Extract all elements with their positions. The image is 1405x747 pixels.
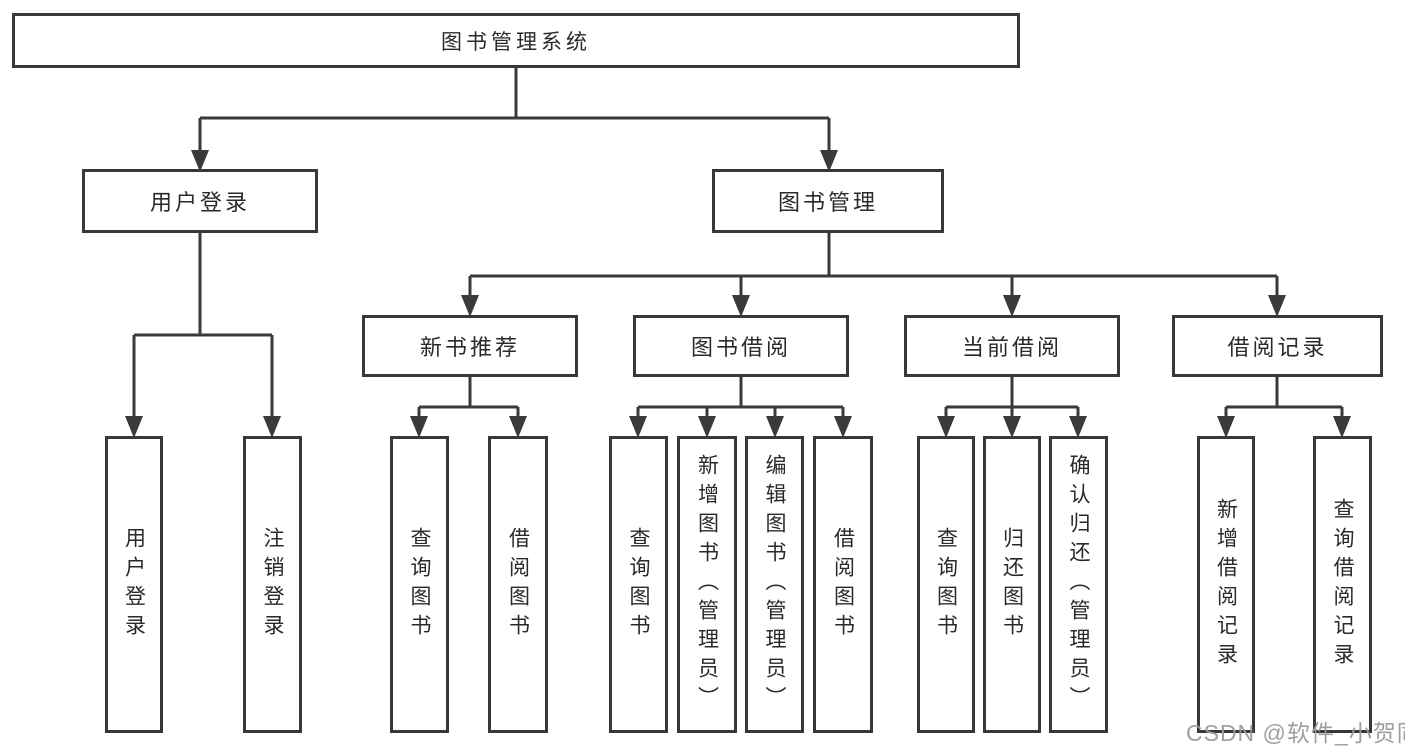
node-borrowing-records: 借阅记录 [1172, 315, 1383, 377]
node-query-books-recommend: 查询图书 [390, 436, 449, 733]
node-add-books-admin: 新增图书（管理员） [677, 436, 737, 733]
node-label: 图书借阅 [690, 335, 791, 360]
node-label: 当前借阅 [961, 335, 1062, 360]
node-label: 新增图书（管理员） [695, 454, 719, 715]
node-new-book-recommendation: 新书推荐 [362, 315, 578, 377]
node-borrow-books-leaf: 借阅图书 [813, 436, 873, 733]
node-label: 编辑图书（管理员） [763, 454, 786, 715]
node-label: 查询借阅记录 [1331, 497, 1354, 672]
node-book-borrowing: 图书借阅 [633, 315, 849, 377]
node-book-management-branch: 图书管理 [712, 169, 944, 233]
node-label: 查询图书 [627, 526, 650, 643]
node-library-management-system: 图书管理系统 [12, 13, 1020, 68]
node-user-login-leaf: 用户登录 [105, 436, 163, 733]
node-borrow-books-recommend: 借阅图书 [488, 436, 548, 733]
node-label: 借阅图书 [506, 526, 530, 643]
node-user-login-branch: 用户登录 [82, 169, 318, 233]
node-current-borrowing: 当前借阅 [904, 315, 1120, 377]
node-confirm-return-admin: 确认归还（管理员） [1049, 436, 1108, 733]
watermark-text: CSDN @软件_小贺同学 [1186, 720, 1405, 746]
node-label: 查询图书 [934, 526, 958, 643]
node-label: 借阅记录 [1227, 335, 1328, 360]
node-label: 用户登录 [122, 526, 146, 643]
node-label: 查询图书 [408, 526, 431, 643]
node-label: 确认归还（管理员） [1067, 454, 1090, 715]
node-label: 新书推荐 [419, 335, 520, 360]
node-label: 新增借阅记录 [1214, 497, 1238, 672]
node-label: 注销登录 [261, 526, 284, 643]
node-label: 借阅图书 [831, 526, 855, 643]
node-label: 归还图书 [1000, 526, 1024, 643]
node-label: 图书管理系统 [441, 30, 591, 54]
node-query-books-borrow: 查询图书 [609, 436, 668, 733]
node-return-books: 归还图书 [983, 436, 1041, 733]
node-query-borrow-record: 查询借阅记录 [1313, 436, 1372, 733]
node-label: 图书管理 [777, 190, 878, 215]
node-logout-leaf: 注销登录 [243, 436, 302, 733]
node-edit-books-admin: 编辑图书（管理员） [745, 436, 804, 733]
node-label: 用户登录 [149, 190, 250, 215]
node-add-borrow-record: 新增借阅记录 [1197, 436, 1255, 733]
node-query-books-current: 查询图书 [917, 436, 975, 733]
